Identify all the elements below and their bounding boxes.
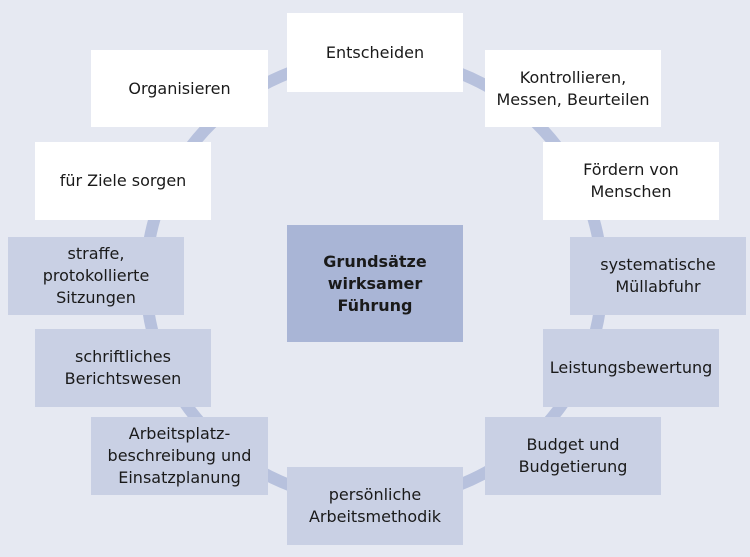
node-berichtswesen: schriftliches Berichtswesen <box>35 329 211 407</box>
node-foerdern: Fördern von Menschen <box>543 142 719 220</box>
node-kontrollieren: Kontrollieren, Messen, Beurteilen <box>485 50 661 127</box>
node-entscheiden: Entscheiden <box>287 13 463 92</box>
node-budget: Budget und Budgetierung <box>485 417 661 495</box>
node-arbeitsplatzbeschreibung: Arbeitsplatz- beschreibung und Einsatzpl… <box>91 417 268 495</box>
node-organisieren: Organisieren <box>91 50 268 127</box>
node-muellabfuhr: systematische Müllabfuhr <box>570 237 746 315</box>
node-arbeitsmethodik: persönliche Arbeitsmethodik <box>287 467 463 545</box>
center-box: Grundsätze wirksamer Führung <box>287 225 463 342</box>
node-sitzungen: straffe, protokollierte Sitzungen <box>8 237 184 315</box>
node-ziele: für Ziele sorgen <box>35 142 211 220</box>
node-leistungsbewertung: Leistungsbewertung <box>543 329 719 407</box>
